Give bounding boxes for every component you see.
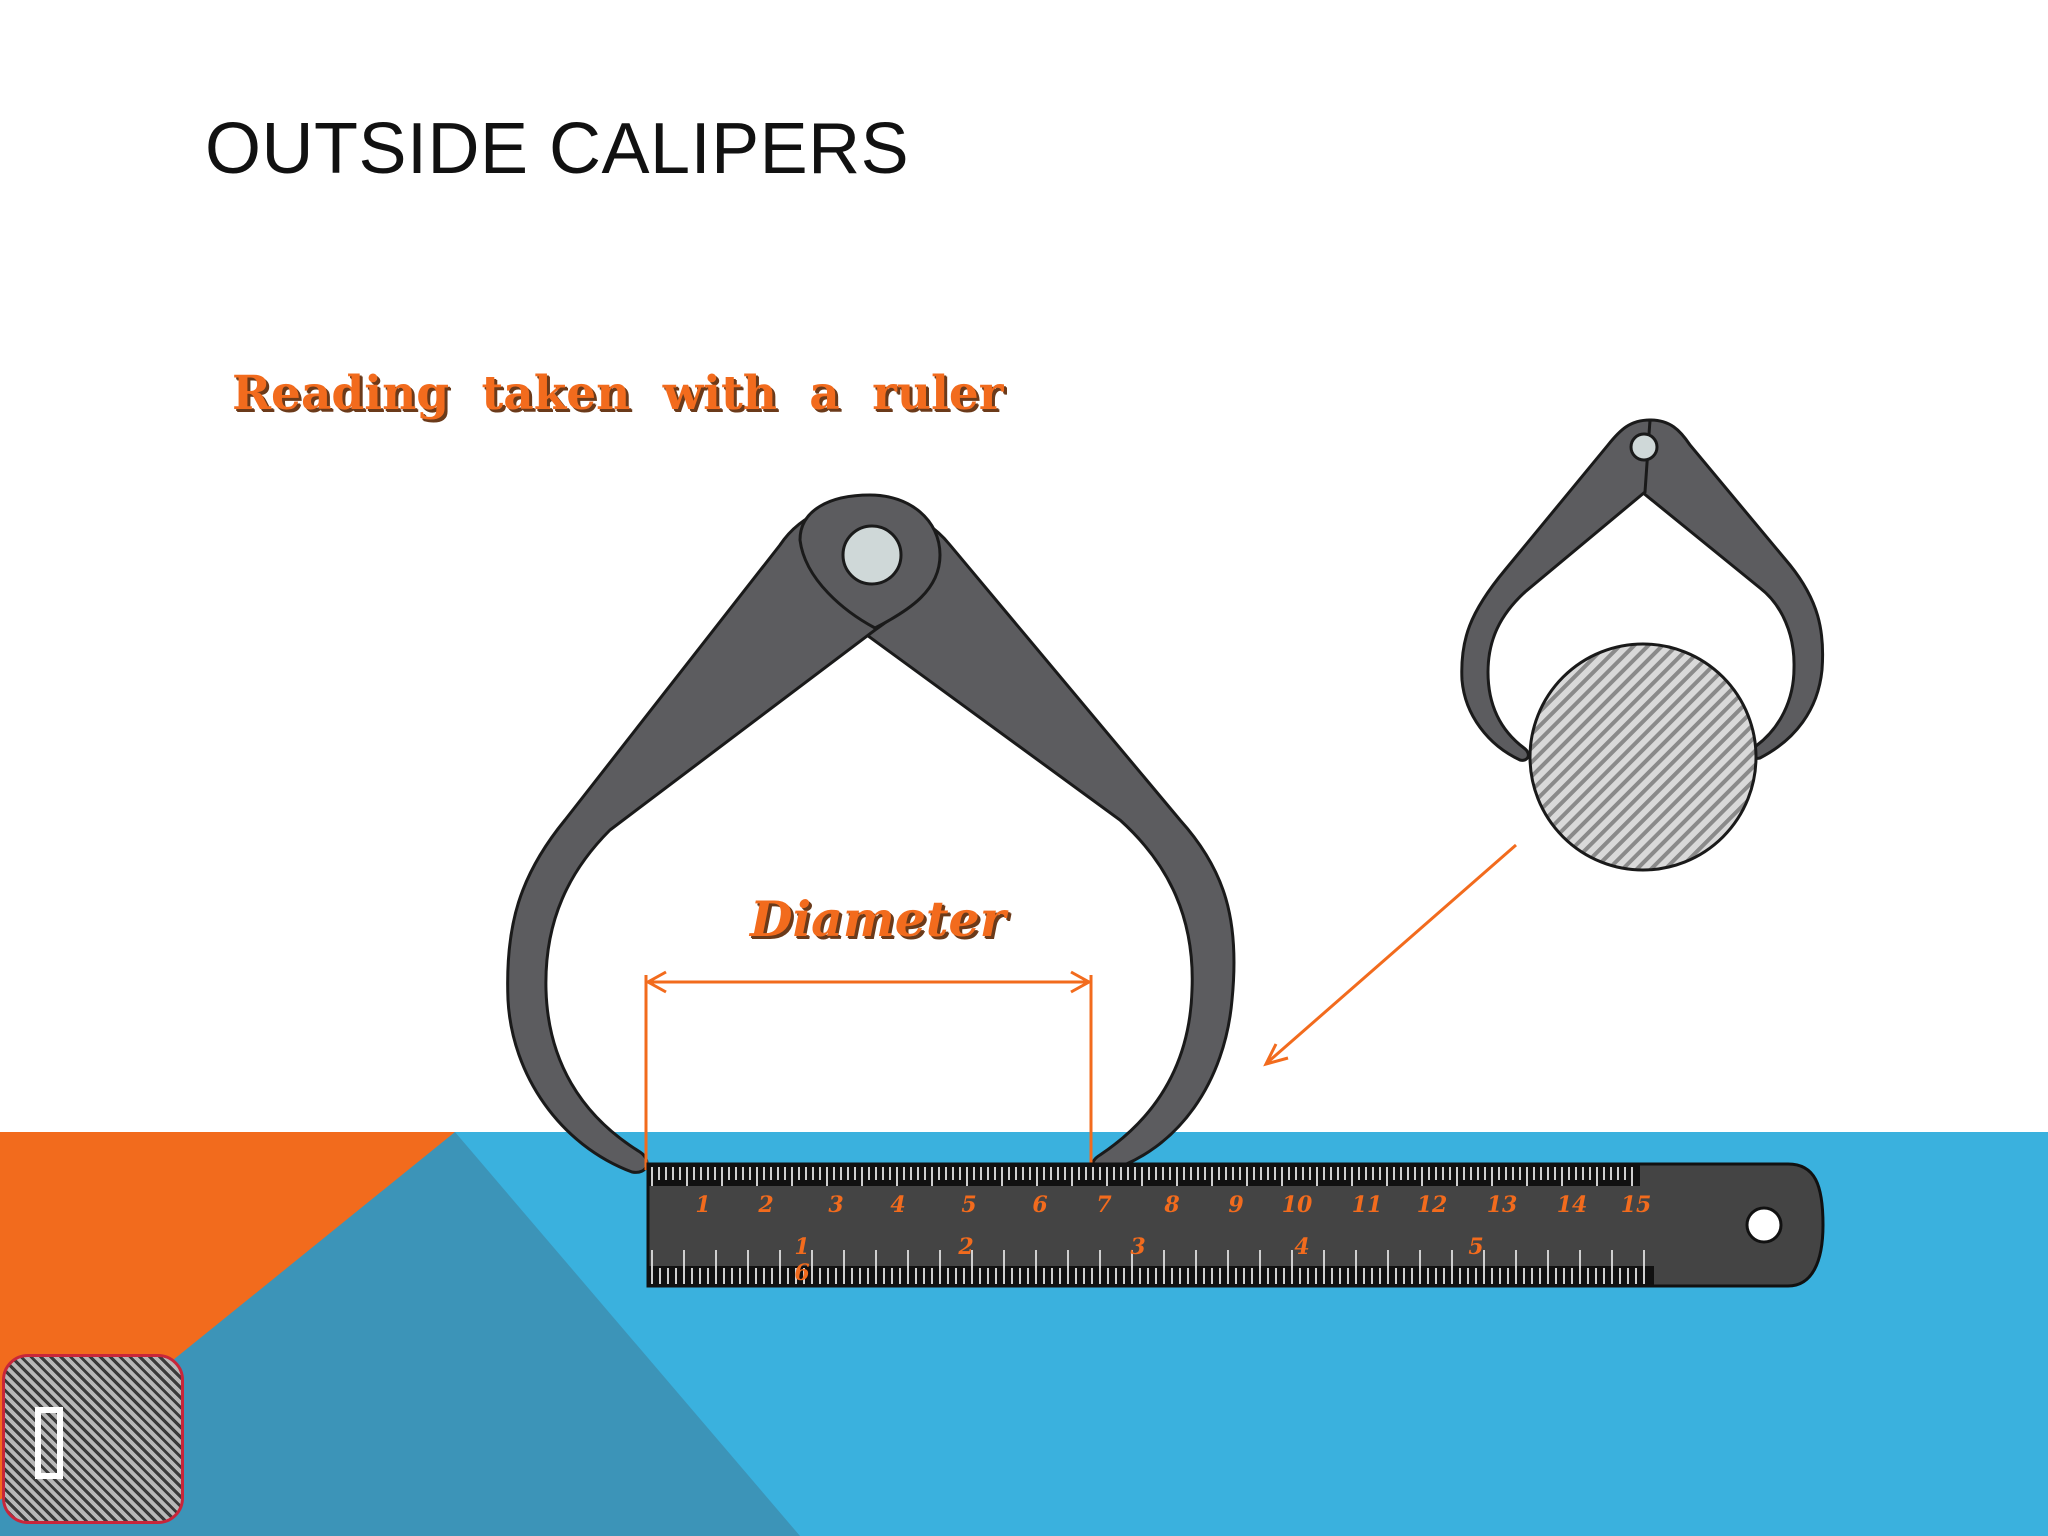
dark-blue-corner-shape — [0, 1132, 800, 1536]
ruler-bottom-number: 5 — [1468, 1234, 1483, 1260]
slide-title: OUTSIDE CALIPERS — [205, 109, 910, 189]
ruler-top-number: 4 — [890, 1192, 905, 1218]
diameter-label: Diameter — [750, 890, 1006, 948]
ruler-ticks — [651, 1167, 1645, 1284]
ruler-top-number: 14 — [1557, 1192, 1588, 1218]
small-caliper-pivot — [1629, 432, 1659, 462]
ruler-bottom-number: 4 — [1294, 1234, 1309, 1260]
ruler-top-number: 9 — [1228, 1192, 1243, 1218]
small-caliper-left-leg — [1460, 418, 1652, 762]
ruler-top-number: 5 — [961, 1192, 976, 1218]
pointer-arrow — [1263, 843, 1517, 1067]
ruler-top-number: 1 — [695, 1192, 710, 1218]
workpiece-cross-section — [1528, 642, 1758, 872]
ruler-bottom-number: 1 — [794, 1234, 809, 1260]
ruler-top-number: 15 — [1621, 1192, 1652, 1218]
ruler-top-number: 11 — [1352, 1192, 1383, 1218]
large-caliper-left-leg — [506, 500, 927, 1174]
rectangle-outline-icon — [35, 1407, 63, 1479]
ruler-top-number: 8 — [1163, 1192, 1179, 1218]
large-caliper-pivot — [841, 524, 903, 586]
ruler-top-number: 7 — [1096, 1192, 1112, 1218]
ruler-top-number: 2 — [757, 1192, 773, 1218]
ruler-bottom-number: 2 — [957, 1234, 973, 1260]
diameter-dimension — [644, 970, 1093, 1170]
ruler-bottom-number: 3 — [1130, 1234, 1145, 1260]
corner-action-button[interactable] — [2, 1354, 184, 1524]
ruler-top-number: 10 — [1282, 1192, 1313, 1218]
small-caliper-right-leg — [1640, 418, 1825, 760]
ruler-hang-hole — [1745, 1206, 1783, 1244]
ruler-bottom-extra-number: 6 — [794, 1260, 809, 1286]
ruler-top-number: 3 — [828, 1192, 843, 1218]
slide-subtitle: Reading taken with a ruler — [232, 366, 1004, 421]
steel-ruler — [646, 1162, 1825, 1288]
ruler-top-number: 12 — [1417, 1192, 1448, 1218]
ruler-top-number: 13 — [1487, 1192, 1518, 1218]
ruler-top-number: 6 — [1032, 1192, 1047, 1218]
